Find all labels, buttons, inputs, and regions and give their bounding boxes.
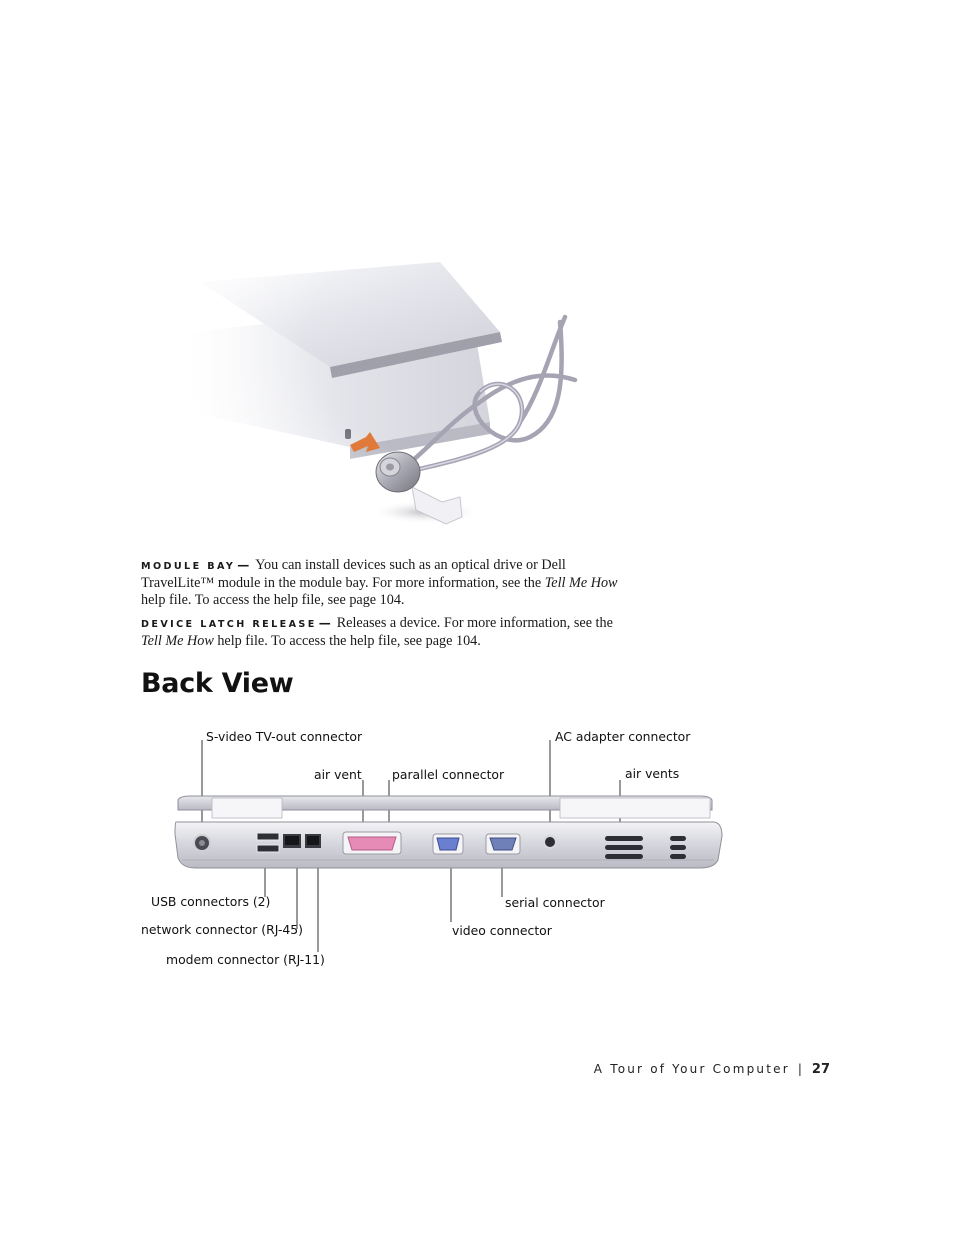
callout-ac-adapter: AC adapter connector xyxy=(555,729,691,744)
callout-serial: serial connector xyxy=(505,895,605,910)
tell-me-how-link: Tell Me How xyxy=(544,575,618,591)
module-bay-paragraph: MODULE BAY— You can install devices such … xyxy=(141,557,631,609)
callout-air-vent: air vent xyxy=(314,767,362,782)
module-bay-text-3: help file. To access the help file, see … xyxy=(141,592,405,608)
callout-network: network connector (RJ-45) xyxy=(141,922,303,937)
back-view-illustration xyxy=(174,740,723,952)
security-lock-illustration xyxy=(180,262,600,532)
page-number: 27 xyxy=(811,1062,830,1077)
footer-section-title: A Tour of Your Computer xyxy=(593,1062,790,1076)
section-title: Back View xyxy=(141,668,294,699)
term-dash: — xyxy=(237,558,250,572)
device-latch-paragraph: DEVICE LATCH RELEASE— Releases a device. … xyxy=(141,615,631,650)
callout-usb: USB connectors (2) xyxy=(151,894,271,909)
module-bay-term: MODULE BAY xyxy=(141,561,236,572)
module-bay-text-2: TravelLite™ module in the module bay. Fo… xyxy=(141,575,545,591)
page-footer: A Tour of Your Computer | 27 xyxy=(594,1062,830,1077)
device-latch-text-1: Releases a device. For more information,… xyxy=(336,615,613,631)
device-latch-term: DEVICE LATCH RELEASE xyxy=(141,619,317,630)
callout-video: video connector xyxy=(452,923,552,938)
device-latch-text-2: help file. To access the help file, see … xyxy=(213,633,481,649)
callout-parallel: parallel connector xyxy=(392,767,505,782)
callout-modem: modem connector (RJ-11) xyxy=(166,952,325,967)
tell-me-how-link: Tell Me How xyxy=(141,633,214,649)
term-dash: — xyxy=(318,616,331,630)
module-bay-text-1: You can install devices such as an optic… xyxy=(255,557,566,573)
callout-air-vents: air vents xyxy=(625,766,680,781)
callout-svideo: S-video TV-out connector xyxy=(206,729,363,744)
footer-separator: | xyxy=(797,1062,802,1076)
